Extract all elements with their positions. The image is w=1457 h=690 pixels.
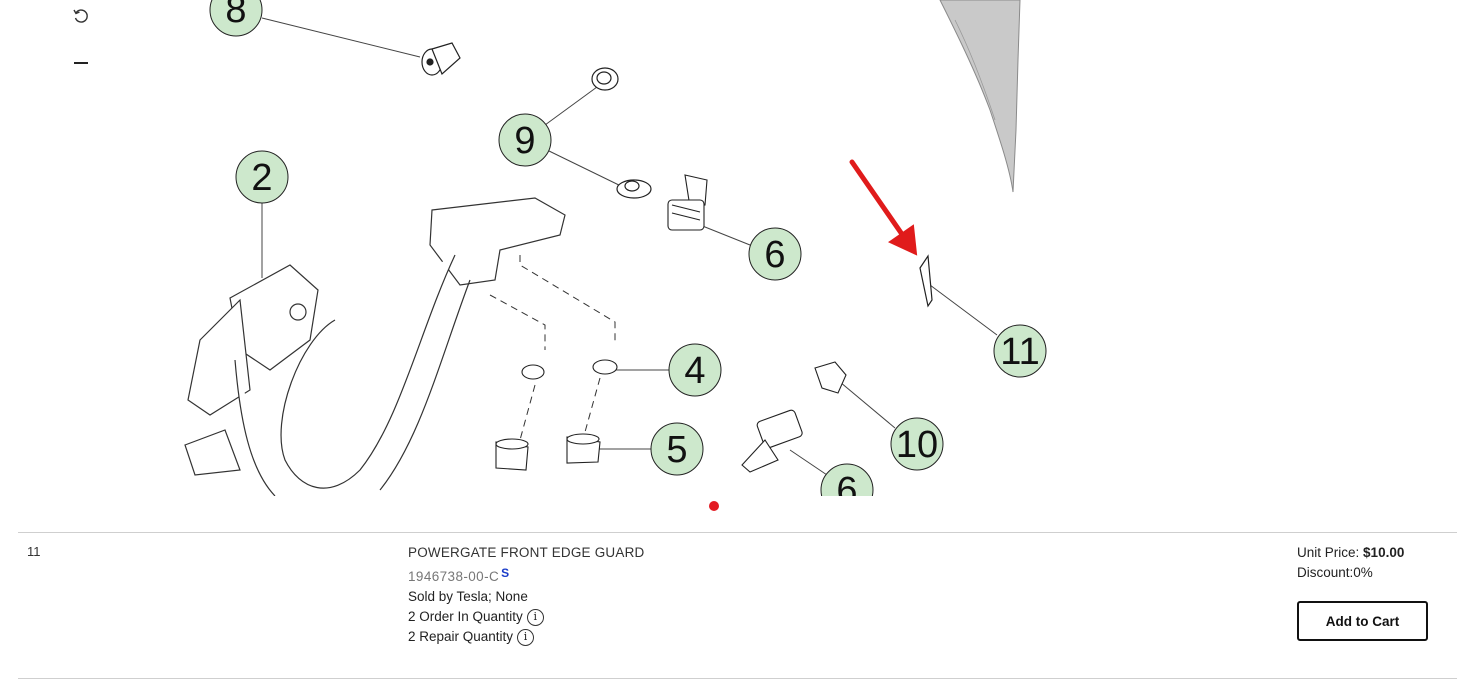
callout-5 xyxy=(650,422,704,476)
callout-8 xyxy=(209,0,263,37)
callout-6b xyxy=(820,463,874,496)
order-quantity: 2 Order In Quantity xyxy=(408,609,523,624)
callout-6 xyxy=(748,227,802,281)
callout-9 xyxy=(498,113,552,167)
row-divider xyxy=(18,678,1457,679)
part-name: POWERGATE FRONT EDGE GUARD xyxy=(408,545,645,560)
callout-label: 2 xyxy=(251,157,272,199)
repair-quantity: 2 Repair Quantity xyxy=(408,629,514,644)
annotation-arrow xyxy=(849,159,918,256)
reset-view-button[interactable] xyxy=(66,1,96,31)
callout-label: 11 xyxy=(1000,331,1039,373)
pagination-dot[interactable] xyxy=(709,501,719,511)
callout-2 xyxy=(235,150,289,204)
callout-label: 6 xyxy=(836,470,857,496)
sold-by: Sold by Tesla; None xyxy=(408,589,528,604)
callout-4 xyxy=(668,343,722,397)
unit-price: Unit Price: $10.00 xyxy=(1297,543,1404,563)
part-index: 11 xyxy=(27,544,41,559)
add-to-cart-button[interactable]: Add to Cart xyxy=(1297,601,1428,641)
discount: Discount:0% xyxy=(1297,565,1373,580)
callout-11 xyxy=(993,324,1047,378)
part-number-value: 1946738-00-C xyxy=(408,569,500,584)
info-icon[interactable]: i xyxy=(517,628,535,646)
zoom-out-button[interactable] xyxy=(66,48,96,78)
callout-label: 4 xyxy=(684,350,705,392)
callout-label: 5 xyxy=(666,429,687,471)
info-icon[interactable]: i xyxy=(526,608,544,626)
order-quantity-line: 2 Order In Quantity i xyxy=(408,607,644,627)
repair-quantity-line: 2 Repair Quantity i xyxy=(408,627,644,647)
part-number-badge: S xyxy=(501,566,510,580)
rotate-ccw-icon xyxy=(73,9,88,23)
callout-label: 9 xyxy=(514,120,535,162)
unit-price-value: $10.00 xyxy=(1363,545,1405,560)
parts-diagram[interactable]: 8 9 2 6 11 4 5 10 6 xyxy=(0,0,1457,496)
price-block: Unit Price: $10.00 Discount:0% xyxy=(1297,543,1404,583)
callout-10 xyxy=(890,417,944,471)
unit-price-label: Unit Price: xyxy=(1297,545,1360,560)
callout-label: 8 xyxy=(225,0,246,31)
callout-label: 10 xyxy=(896,424,938,466)
minus-icon xyxy=(74,62,88,64)
callout-label: 6 xyxy=(764,234,785,276)
row-divider xyxy=(18,532,1457,533)
